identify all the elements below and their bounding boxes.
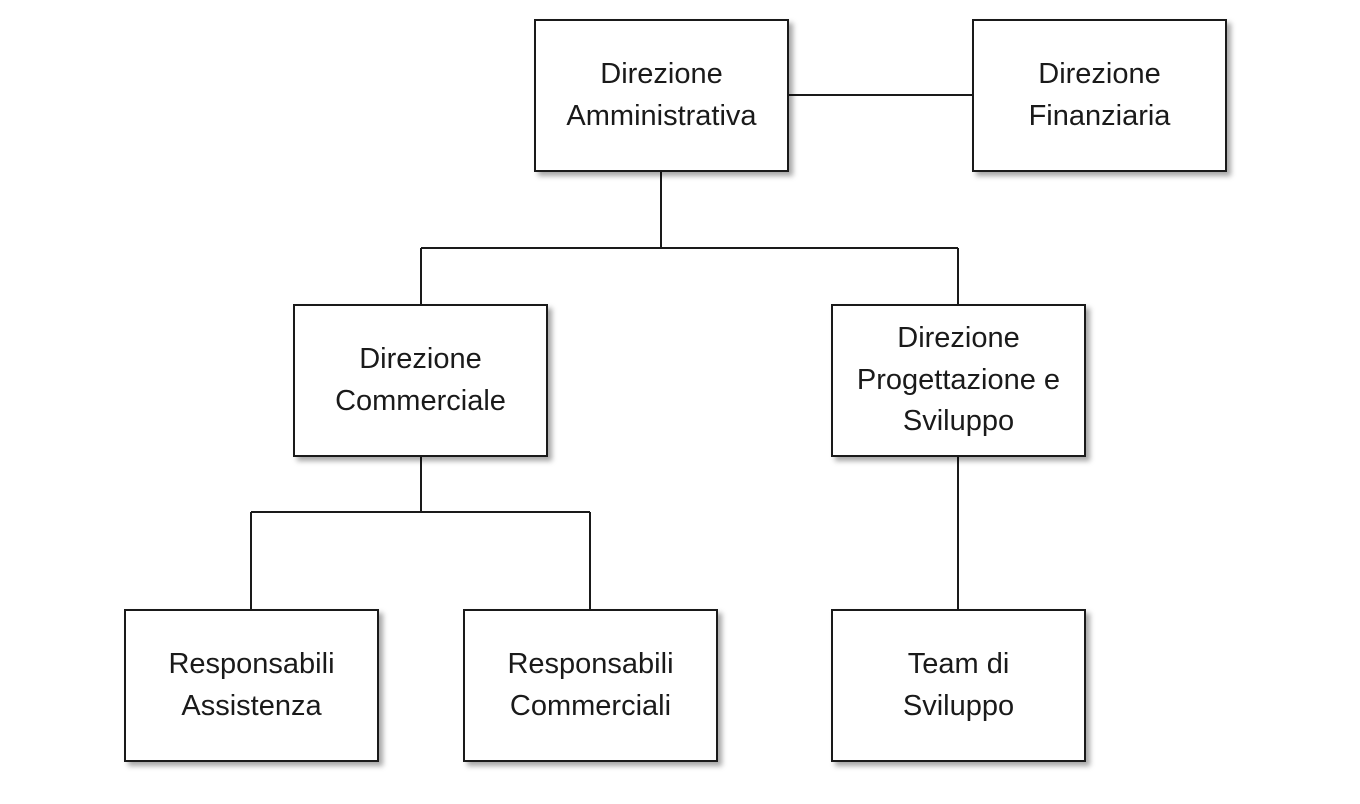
node-label: Team di Sviluppo (902, 648, 1015, 722)
node-direzione-amministrativa: Direzione Amministrativa (534, 19, 789, 172)
node-direzione-progettazione-sviluppo: Direzione Progettazione e Sviluppo (831, 304, 1086, 457)
node-label: Direzione Finanziaria (1028, 58, 1171, 132)
node-label: Responsabili Assistenza (168, 648, 335, 722)
node-team-di-sviluppo: Team di Sviluppo (831, 609, 1086, 762)
node-label: Responsabili Commerciali (507, 648, 674, 722)
node-direzione-commerciale: Direzione Commerciale (293, 304, 548, 457)
node-label: Direzione Progettazione e Sviluppo (856, 322, 1061, 438)
node-label: Direzione Amministrativa (566, 58, 757, 132)
node-label: Direzione Commerciale (335, 343, 506, 417)
node-responsabili-assistenza: Responsabili Assistenza (124, 609, 379, 762)
node-responsabili-commerciali: Responsabili Commerciali (463, 609, 718, 762)
node-direzione-finanziaria: Direzione Finanziaria (972, 19, 1227, 172)
